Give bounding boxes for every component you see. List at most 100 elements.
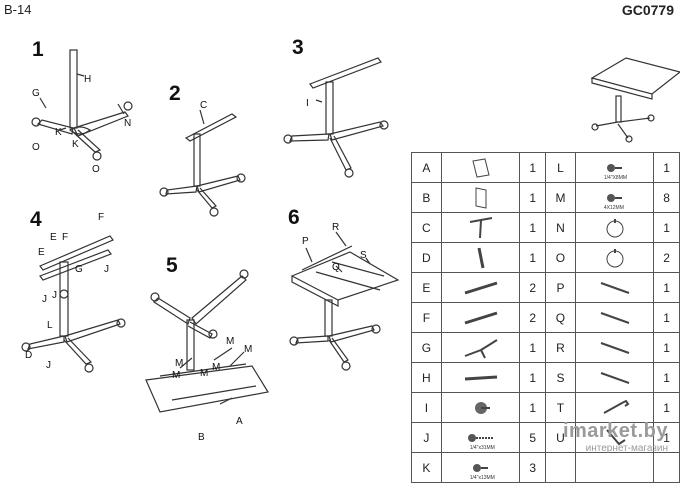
part-image [574,212,655,243]
part-quantity: 1 [519,212,547,243]
screw-icon [576,191,653,205]
rod-icon [576,371,653,385]
callout-s5-m1: M [175,358,183,369]
part-letter: U [545,422,576,453]
watermark-brand: imarket.by [562,420,668,442]
part-quantity: 1 [653,362,680,393]
column-icon [442,371,520,385]
document-code: B-14 [4,2,32,17]
part-quantity: 1 [653,152,680,183]
part-image [440,272,521,303]
part-letter: S [545,362,576,393]
callout-s5-b: B [198,432,205,443]
part-quantity: 1 [519,332,547,363]
callout-s4-j4: J [46,360,51,371]
panel-small-icon [442,157,520,179]
part-image [440,362,521,393]
part-letter [545,452,576,483]
bar-icon [442,281,520,295]
part-image [440,392,521,423]
part-letter: T [545,392,576,423]
part-quantity [653,452,680,483]
callout-s4-e1: E [50,232,57,243]
part-quantity: 3 [519,452,547,483]
callout-s6-q: Q [332,262,340,273]
model-number: GC0779 [621,2,674,18]
part-image: 1/4"x31MM [440,422,521,453]
part-letter: O [545,242,576,273]
step-number-3: 3 [292,36,304,59]
callout-s1-o2: O [92,164,100,175]
callout-s1-g: G [32,88,40,99]
part-letter: E [411,272,442,303]
part-quantity: 1 [519,392,547,423]
part-quantity: 1 [519,152,547,183]
callout-s5-m6: M [244,344,252,355]
base-icon [442,336,520,360]
part-image [574,362,655,393]
bolt-icon [442,431,520,445]
part-quantity: 2 [653,242,680,273]
rod-icon [576,311,653,325]
part-letter: P [545,272,576,303]
part-quantity: 8 [653,182,680,213]
caster-icon [576,247,653,269]
part-quantity: 2 [519,302,547,333]
part-image: 1/4"x13MM [440,452,521,483]
allen-key-icon [576,426,653,450]
panel-tall-icon [442,186,520,210]
callout-s5-a: A [236,416,243,427]
wrench-icon [576,399,653,417]
part-image [574,302,655,333]
part-quantity: 1 [519,362,547,393]
part-letter: A [411,152,442,183]
part-image [574,452,655,483]
callout-s4-f2: F [62,232,68,243]
step-number-6: 6 [288,206,300,229]
part-image [440,212,521,243]
part-image [574,392,655,423]
step-number-1: 1 [32,38,44,61]
part-letter: I [411,392,442,423]
callout-s4-j1: J [104,264,109,275]
part-size: 1/4"x31MM [469,445,495,451]
part-quantity: 5 [519,422,547,453]
callout-s1-k2: K [72,139,79,150]
part-size: 1/4"X8MM [603,175,628,181]
part-quantity: 1 [653,332,680,363]
part-size: 1/4"x13MM [469,475,495,481]
screw-icon [576,161,653,175]
part-letter: N [545,212,576,243]
part-letter: M [545,182,576,213]
part-quantity: 1 [653,392,680,423]
callout-s5-m2: M [172,370,180,381]
t-bar-icon [442,216,520,240]
callout-s5-m5: M [226,336,234,347]
part-image [440,302,521,333]
tube-icon [442,246,520,270]
part-letter: Q [545,302,576,333]
callout-s1-n: N [124,118,131,129]
part-letter: K [411,452,442,483]
callout-s4-f1: F [98,212,104,223]
part-quantity: 1 [519,242,547,273]
part-image [440,242,521,273]
screw-icon [442,461,520,475]
step-number-5: 5 [166,254,178,277]
callout-s2-c: C [200,100,207,111]
watermark-subtitle: интернет-магазин [585,443,668,454]
callout-s4-j2: J [42,294,47,305]
callout-s6-r: R [332,222,339,233]
part-quantity: 2 [519,272,547,303]
callout-s4-g: G [75,264,83,275]
part-size: 4X12MM [603,205,624,211]
part-image [440,152,521,183]
part-image [574,272,655,303]
step-number-4: 4 [30,208,42,231]
